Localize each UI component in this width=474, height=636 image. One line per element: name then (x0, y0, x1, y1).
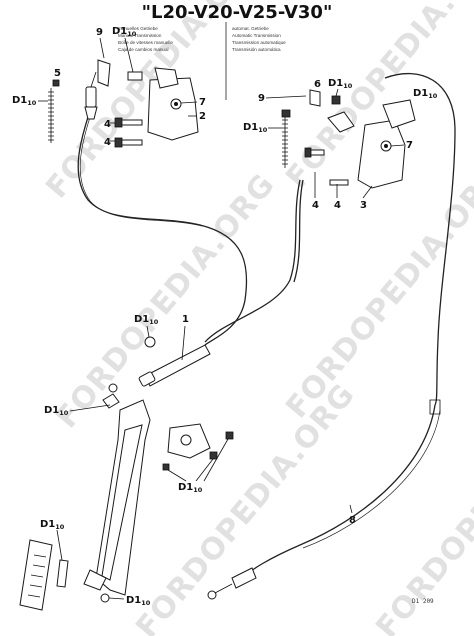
callout-3: 3 (360, 200, 367, 211)
cable-manual (77, 104, 248, 346)
automatic-transmission-caption: automat. Getriebe Automatic Transmission… (232, 26, 286, 52)
callout-labels: 9 D110 5 D110 4 4 7 2 9 6 D110 D110 D110… (12, 26, 438, 607)
callout-d1-10: D110 (413, 88, 438, 100)
callout-d1-10: D110 (134, 314, 159, 326)
cable-8 (242, 72, 456, 579)
callout-4: 4 (312, 200, 319, 211)
callout-4: 4 (104, 119, 111, 130)
spring-right (281, 109, 291, 168)
figure-reference: D1 209 (412, 598, 434, 605)
callout-2: 2 (199, 111, 206, 122)
callout-d1-10: D110 (44, 405, 69, 417)
callout-d1-10: D110 (328, 78, 353, 90)
callout-6: 6 (314, 79, 321, 90)
watermark: FORDOPEDIA.ORG (49, 167, 282, 435)
callout-d1-10: D110 (126, 595, 151, 607)
callout-7: 7 (199, 97, 206, 108)
callout-d1-10: D110 (112, 26, 137, 38)
callout-5: 5 (54, 68, 61, 79)
svg-text:automat. Getriebe: automat. Getriebe (232, 26, 269, 31)
svg-text:Boîte de vitesses manuelle: Boîte de vitesses manuelle (118, 40, 173, 45)
callout-9: 9 (96, 27, 103, 38)
callout-d1-10: D110 (178, 482, 203, 494)
callout-d1-10: D110 (12, 95, 37, 107)
automatic-selector-bracket (304, 89, 416, 189)
cable-end-manual (84, 71, 98, 120)
pedal-pivot-bracket (162, 423, 234, 471)
svg-text:Caja de cambios manual: Caja de cambios manual (118, 47, 169, 52)
cable-end-lower (207, 399, 441, 600)
svg-text:manuelles Getriebe: manuelles Getriebe (118, 26, 158, 31)
callout-d1-10: D110 (243, 122, 268, 134)
callout-4: 4 (334, 200, 341, 211)
callout-1: 1 (182, 314, 189, 325)
spring-left (48, 79, 60, 143)
accelerator-pedal-assembly (19, 399, 151, 611)
svg-text:Transmission automatique: Transmission automatique (232, 40, 286, 45)
page-title: "L20-V20-V25-V30" (142, 2, 333, 23)
cable-automatic (204, 179, 304, 343)
svg-text:Manual Transmission: Manual Transmission (118, 33, 162, 38)
callout-7: 7 (406, 140, 413, 151)
svg-text:Automatic Transmission: Automatic Transmission (232, 33, 281, 38)
callout-d1-10: D110 (40, 519, 65, 531)
svg-text:Transmisión automática: Transmisión automática (232, 47, 281, 52)
cable-yoke-center (102, 336, 211, 409)
manual-selector-bracket (97, 59, 199, 148)
manual-transmission-caption: manuelles Getriebe Manual Transmission B… (118, 26, 173, 52)
callout-8: 8 (349, 515, 356, 526)
watermark: FORDOPEDIA.ORG (129, 377, 362, 636)
callout-4: 4 (104, 137, 111, 148)
callout-9: 9 (258, 93, 265, 104)
watermark: FORDOPEDIA.ORG (279, 157, 474, 425)
